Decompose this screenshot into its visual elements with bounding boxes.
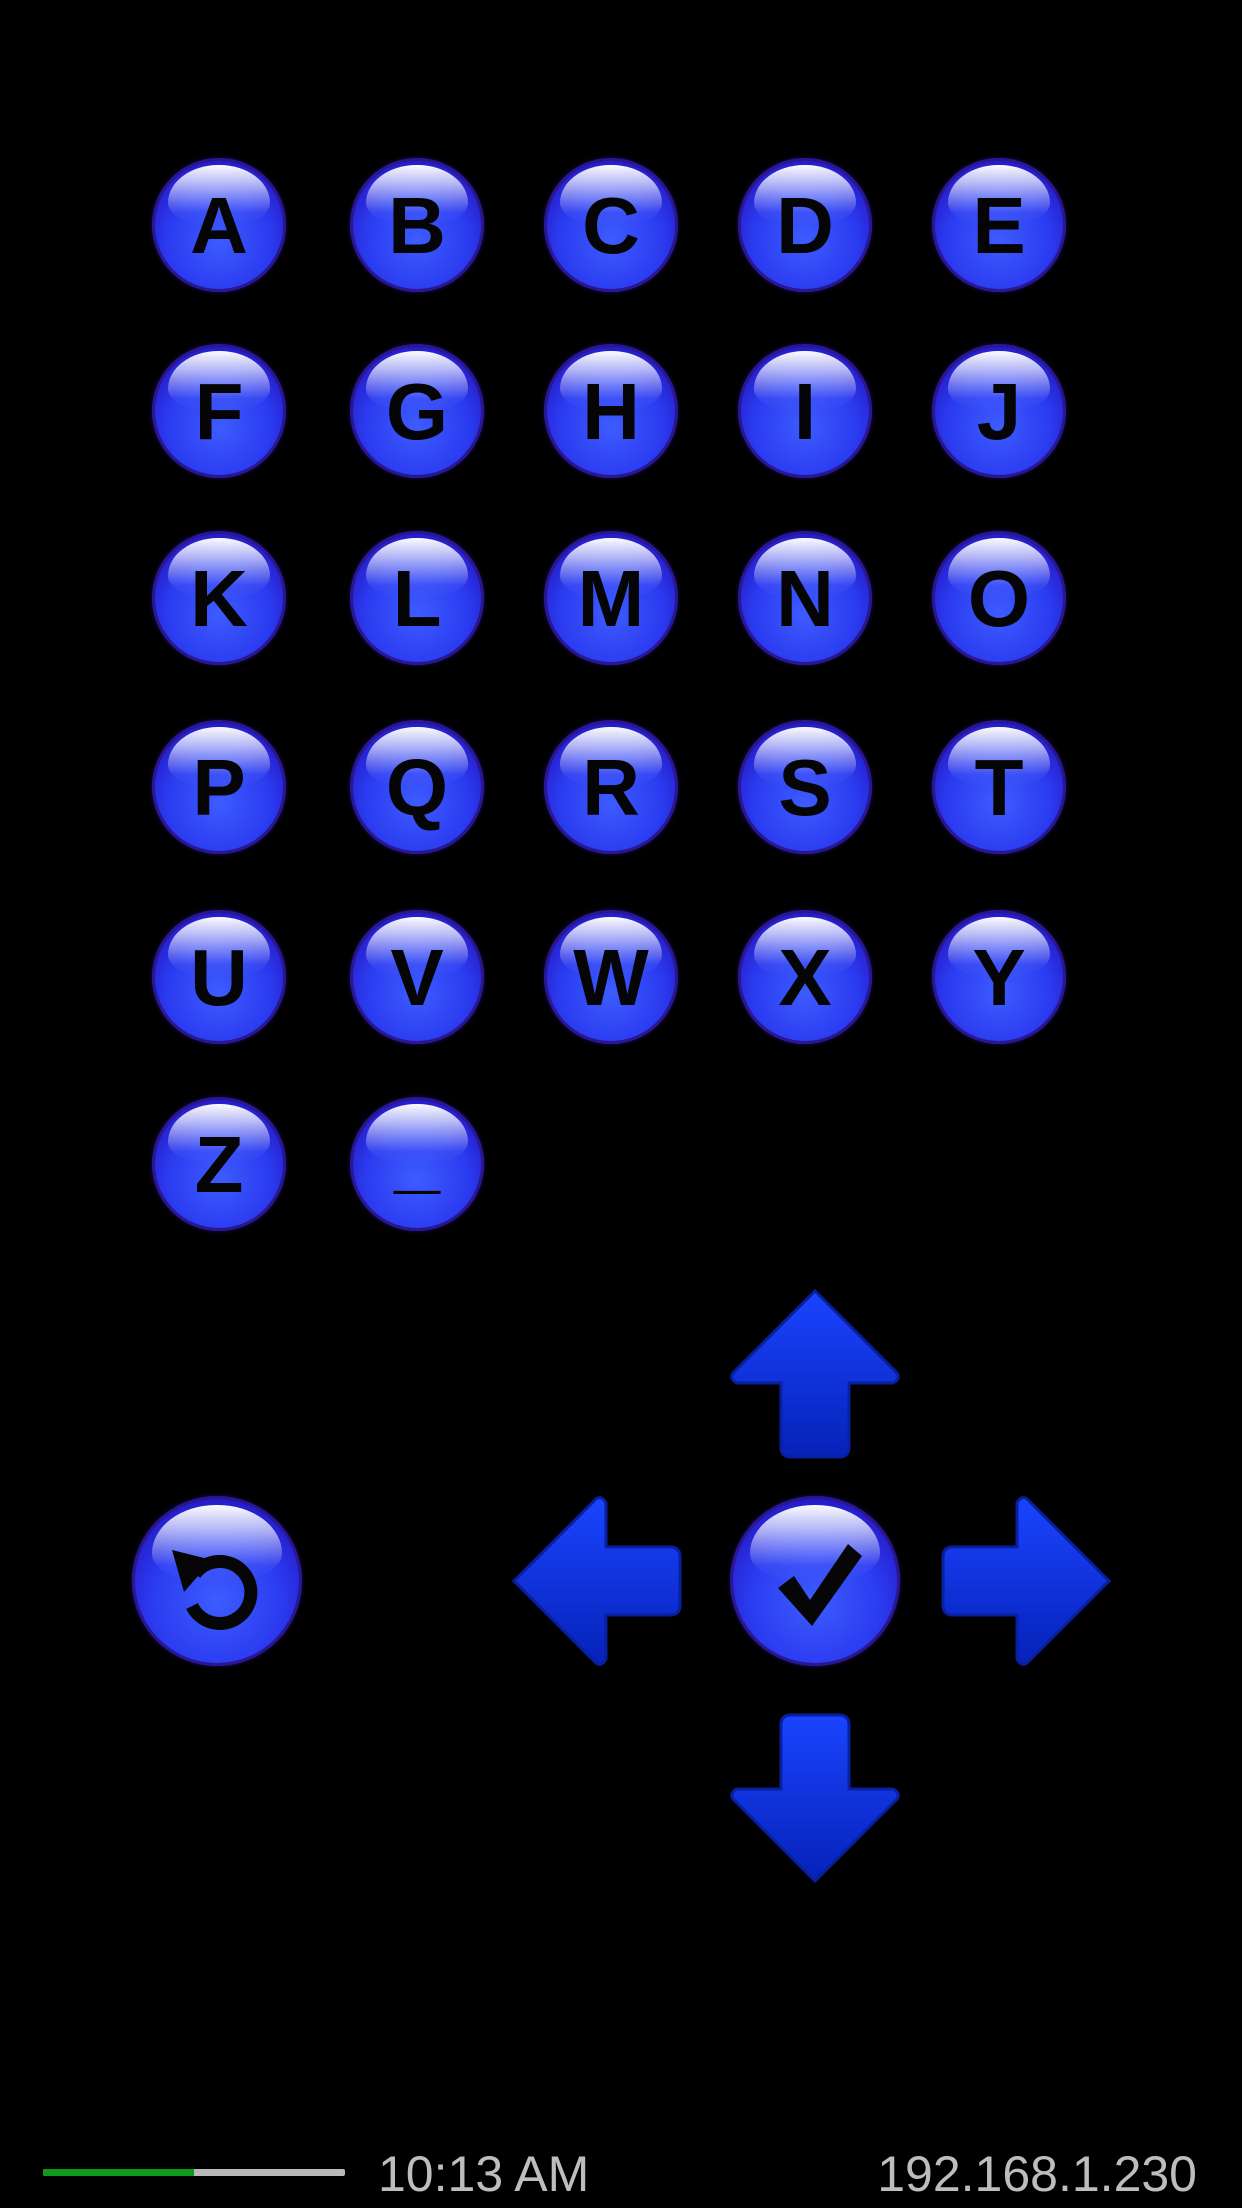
key-f[interactable]: F	[152, 344, 286, 478]
arrow-right-icon	[941, 1496, 1112, 1666]
key-label: B	[388, 181, 446, 270]
key-label: Z	[194, 1120, 244, 1209]
key-i[interactable]: I	[738, 344, 872, 478]
key-p[interactable]: P	[152, 720, 286, 854]
key-t[interactable]: T	[932, 720, 1066, 854]
key-a[interactable]: A	[152, 158, 286, 292]
key-y[interactable]: Y	[932, 910, 1066, 1044]
arrow-left-button[interactable]	[510, 1491, 690, 1671]
arrow-up-button[interactable]	[725, 1287, 905, 1467]
key-label: R	[582, 743, 640, 832]
key-label: T	[974, 743, 1024, 832]
arrow-left-icon	[511, 1496, 682, 1666]
key-label: Q	[385, 743, 449, 832]
key-label: E	[972, 181, 1026, 270]
key-c[interactable]: C	[544, 158, 678, 292]
key-s[interactable]: S	[738, 720, 872, 854]
key-label: I	[793, 367, 817, 456]
key-r[interactable]: R	[544, 720, 678, 854]
key-u[interactable]: U	[152, 910, 286, 1044]
key-label: O	[967, 554, 1031, 643]
key-n[interactable]: N	[738, 531, 872, 665]
rotate-ccw-icon	[172, 1550, 258, 1630]
key-q[interactable]: Q	[350, 720, 484, 854]
key-label: Y	[972, 933, 1026, 1022]
key-label: _	[394, 1111, 440, 1202]
checkmark-icon	[778, 1544, 862, 1626]
key-label: G	[385, 367, 449, 456]
key-v[interactable]: V	[350, 910, 484, 1044]
key-label: J	[976, 367, 1022, 456]
key-label: V	[390, 933, 444, 1022]
ip-address: 192.168.1.230	[877, 2146, 1197, 2202]
key-label: W	[573, 933, 649, 1022]
key-l[interactable]: L	[350, 531, 484, 665]
key-label: D	[776, 181, 834, 270]
key-space[interactable]: _	[350, 1097, 484, 1231]
arrow-right-button[interactable]	[933, 1491, 1113, 1671]
progress-bar	[43, 2169, 345, 2176]
key-label: N	[776, 554, 834, 643]
key-label: M	[577, 554, 645, 643]
key-label: H	[582, 367, 640, 456]
key-g[interactable]: G	[350, 344, 484, 478]
key-o[interactable]: O	[932, 531, 1066, 665]
key-label: A	[190, 181, 248, 270]
key-e[interactable]: E	[932, 158, 1066, 292]
clock-time: 10:13 AM	[378, 2146, 590, 2202]
key-b[interactable]: B	[350, 158, 484, 292]
status-bar: 10:13 AM 192.168.1.230	[0, 2140, 1242, 2208]
arrow-up-icon	[730, 1288, 900, 1459]
key-label: X	[778, 933, 832, 1022]
arrow-down-icon	[730, 1713, 900, 1884]
key-w[interactable]: W	[544, 910, 678, 1044]
key-j[interactable]: J	[932, 344, 1066, 478]
key-label: F	[194, 367, 244, 456]
confirm-button[interactable]	[730, 1496, 900, 1666]
key-label: P	[192, 743, 246, 832]
key-z[interactable]: Z	[152, 1097, 286, 1231]
key-label: C	[582, 181, 640, 270]
key-label: U	[190, 933, 248, 1022]
key-k[interactable]: K	[152, 531, 286, 665]
key-label: L	[392, 554, 442, 643]
arrow-down-button[interactable]	[725, 1705, 905, 1885]
key-d[interactable]: D	[738, 158, 872, 292]
key-m[interactable]: M	[544, 531, 678, 665]
key-label: S	[778, 743, 832, 832]
key-label: K	[190, 554, 248, 643]
key-h[interactable]: H	[544, 344, 678, 478]
progress-bar-fill	[43, 2169, 194, 2176]
reset-button[interactable]	[132, 1496, 302, 1666]
key-x[interactable]: X	[738, 910, 872, 1044]
